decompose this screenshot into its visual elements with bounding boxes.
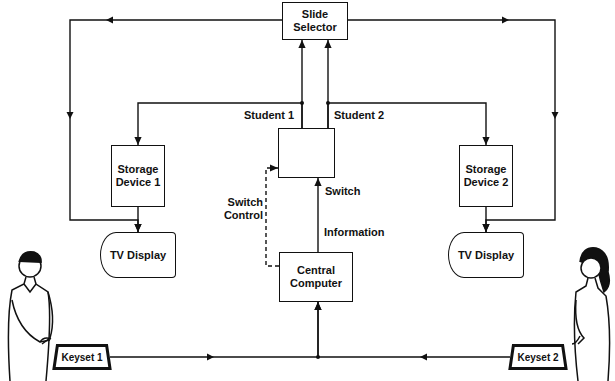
node-label: Keyset 2 (517, 351, 558, 364)
connector (348, 20, 555, 232)
arrow-head (314, 302, 321, 310)
connector (328, 103, 490, 145)
arrow-head (134, 224, 141, 232)
arrow-head (314, 302, 321, 310)
edge-label: Switch Control (206, 196, 264, 222)
storage-box: Storage Device 2 (459, 145, 513, 207)
node-label: TV Display (458, 249, 514, 262)
connector (134, 103, 302, 145)
node-label: Switch (325, 185, 360, 198)
node-label: Storage Device 2 (463, 163, 509, 189)
edge-label: Student 1 (243, 109, 295, 122)
edge-label: Information (323, 226, 386, 239)
connector (110, 302, 322, 357)
node-label: Slide Selector (286, 8, 344, 34)
arrow-head (482, 137, 489, 145)
arrow-head (324, 40, 331, 48)
arrow-head (482, 224, 489, 232)
student-illustration (8, 252, 52, 381)
connector (314, 178, 321, 252)
edge-label: Student 2 (333, 109, 385, 122)
connector-line (70, 20, 282, 232)
connector-line (317, 178, 318, 252)
keyset: Keyset 2 (510, 345, 566, 369)
tv-display: TV Display (448, 232, 524, 278)
node-label: TV Display (110, 249, 166, 262)
arrow-head (298, 40, 305, 48)
storage-box: Storage Device 1 (111, 145, 165, 207)
node-text-group: Keyset 1 (61, 351, 102, 364)
control-connector (266, 164, 279, 266)
node-label: Storage Device 1 (115, 163, 161, 189)
tv-display: TV Display (100, 232, 176, 278)
connector (482, 207, 489, 232)
connector-line (328, 103, 486, 145)
connector-line (348, 20, 555, 232)
student-illustration (572, 248, 610, 381)
node-text-group: TV Display (458, 249, 514, 262)
node-text-group: TV Display (110, 249, 166, 262)
arrow-head (482, 224, 489, 232)
arrow-head (314, 178, 321, 186)
node-text-group: Storage Device 2 (463, 163, 509, 189)
connector (314, 302, 510, 357)
connector (70, 20, 282, 232)
switch-box: Switch (278, 128, 335, 178)
arrow-head (134, 137, 141, 145)
node-text-group: Slide Selector (286, 8, 344, 34)
node-text-group: Keyset 2 (517, 351, 558, 364)
arrow-head (270, 164, 278, 171)
keyset: Keyset 1 (54, 345, 110, 369)
selector-box: Slide Selector (282, 2, 348, 40)
connector-line (110, 302, 318, 357)
node-text-group: Switch (324, 185, 361, 198)
node-text-group: Storage Device 1 (115, 163, 161, 189)
node-label: Keyset 1 (61, 351, 102, 364)
node-text-group: Central Computer (283, 264, 349, 290)
connector (134, 207, 141, 232)
connector-line (318, 302, 510, 357)
arrow-head (134, 224, 141, 232)
computer-box: Central Computer (279, 252, 353, 302)
connector-line (266, 168, 279, 266)
node-label: Central Computer (283, 264, 349, 290)
